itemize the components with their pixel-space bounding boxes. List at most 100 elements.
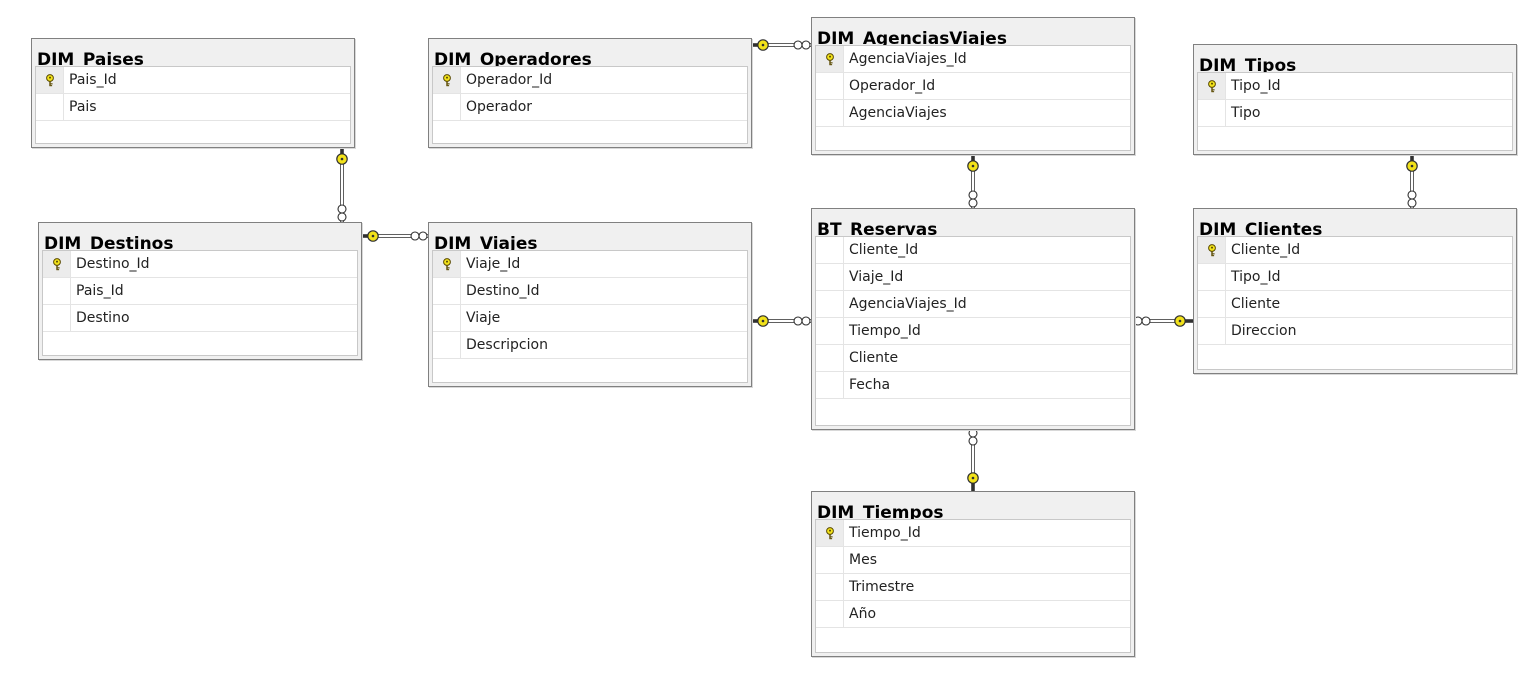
column-name: Pais_Id (76, 283, 124, 299)
column-row[interactable]: Año (816, 601, 1130, 628)
one-side-key-icon (967, 472, 979, 491)
table-title: BT_Reservas (817, 220, 938, 240)
table-title: DIM_Tiempos (817, 503, 944, 523)
row-selector-cell (816, 372, 844, 398)
primary-key-cell (433, 251, 461, 277)
table-title: DIM_Clientes (1199, 220, 1323, 240)
column-row[interactable]: Trimestre (816, 574, 1130, 601)
column-name: Pais_Id (69, 72, 117, 88)
primary-key-icon (442, 73, 452, 87)
row-selector-cell (816, 318, 844, 344)
relationship-dim-operadores-to-dim-agenciasviajes[interactable] (750, 39, 811, 51)
column-name: AgenciaViajes_Id (849, 296, 967, 312)
column-name: Cliente_Id (1231, 242, 1301, 258)
relationship-dim-tiempos-to-bt-reservas[interactable] (967, 428, 979, 491)
column-row[interactable]: Cliente (816, 345, 1130, 372)
row-selector-cell (1198, 264, 1226, 290)
row-selector-cell (433, 94, 461, 120)
primary-key-icon (45, 73, 55, 87)
column-row[interactable]: AgenciaViajes_Id (816, 46, 1130, 73)
relationship-dim-agenciasviajes-to-bt-reservas[interactable] (967, 153, 979, 208)
relationship-dim-paises-to-dim-destinos[interactable] (336, 146, 348, 222)
relationship-dim-destinos-to-dim-viajes[interactable] (360, 230, 428, 242)
row-selector-cell (816, 574, 844, 600)
column-name: Destino_Id (466, 283, 540, 299)
column-row[interactable]: Tipo (1198, 100, 1512, 127)
primary-key-cell (816, 520, 844, 546)
relationship-dim-clientes-to-bt-reservas[interactable] (1133, 315, 1193, 327)
column-row[interactable]: Descripcion (433, 332, 747, 359)
column-name: Tipo_Id (1231, 269, 1281, 285)
primary-key-icon (1207, 79, 1217, 93)
column-row[interactable]: Pais_Id (36, 67, 350, 94)
table-title: DIM_Viajes (434, 234, 538, 254)
column-row[interactable]: Cliente_Id (816, 237, 1130, 264)
table-title: DIM_Operadores (434, 50, 592, 70)
column-row[interactable]: Destino (43, 305, 357, 332)
column-row[interactable]: Fecha (816, 372, 1130, 399)
column-name: Fecha (849, 377, 891, 393)
column-row[interactable]: AgenciaViajes_Id (816, 291, 1130, 318)
many-side-infinity-icon (968, 428, 978, 446)
primary-key-icon (825, 52, 835, 66)
primary-key-cell (816, 46, 844, 72)
row-selector-cell (816, 291, 844, 317)
column-row[interactable]: Pais_Id (43, 278, 357, 305)
primary-key-cell (1198, 237, 1226, 263)
column-row[interactable]: Viaje (433, 305, 747, 332)
column-name: Viaje_Id (849, 269, 904, 285)
empty-row (433, 359, 747, 385)
row-selector-cell (433, 305, 461, 331)
column-name: Cliente (849, 350, 899, 366)
column-row[interactable]: AgenciaViajes (816, 100, 1130, 127)
row-selector-cell (816, 345, 844, 371)
column-row[interactable]: Viaje_Id (433, 251, 747, 278)
many-side-infinity-icon (337, 204, 347, 222)
column-row[interactable]: Operador_Id (433, 67, 747, 94)
relationship-dim-tipos-to-dim-clientes[interactable] (1406, 153, 1418, 208)
column-row[interactable]: Pais (36, 94, 350, 121)
many-side-infinity-icon (793, 316, 811, 326)
column-row[interactable]: Mes (816, 547, 1130, 574)
one-side-key-icon (336, 146, 348, 165)
primary-key-icon (442, 257, 452, 271)
column-row[interactable]: Destino_Id (433, 278, 747, 305)
empty-row (43, 332, 357, 358)
column-row[interactable]: Cliente (1198, 291, 1512, 318)
primary-key-cell (433, 67, 461, 93)
column-row[interactable]: Viaje_Id (816, 264, 1130, 291)
relationship-dim-viajes-to-bt-reservas[interactable] (750, 315, 811, 327)
primary-key-icon (1207, 243, 1217, 257)
column-row[interactable]: Tipo_Id (1198, 73, 1512, 100)
many-side-infinity-icon (793, 40, 811, 50)
column-row[interactable]: Cliente_Id (1198, 237, 1512, 264)
column-row[interactable]: Operador_Id (816, 73, 1130, 100)
column-row[interactable]: Operador (433, 94, 747, 121)
column-row[interactable]: Tipo_Id (1198, 264, 1512, 291)
column-row[interactable]: Tiempo_Id (816, 520, 1130, 547)
column-row[interactable]: Tiempo_Id (816, 318, 1130, 345)
empty-row (816, 127, 1130, 153)
column-name: Descripcion (466, 337, 548, 353)
column-row[interactable]: Direccion (1198, 318, 1512, 345)
column-row[interactable]: Destino_Id (43, 251, 357, 278)
row-selector-cell (816, 73, 844, 99)
table-title: DIM_AgenciasViajes (817, 29, 1007, 49)
table-title: DIM_Paises (37, 50, 144, 70)
primary-key-icon (825, 526, 835, 540)
